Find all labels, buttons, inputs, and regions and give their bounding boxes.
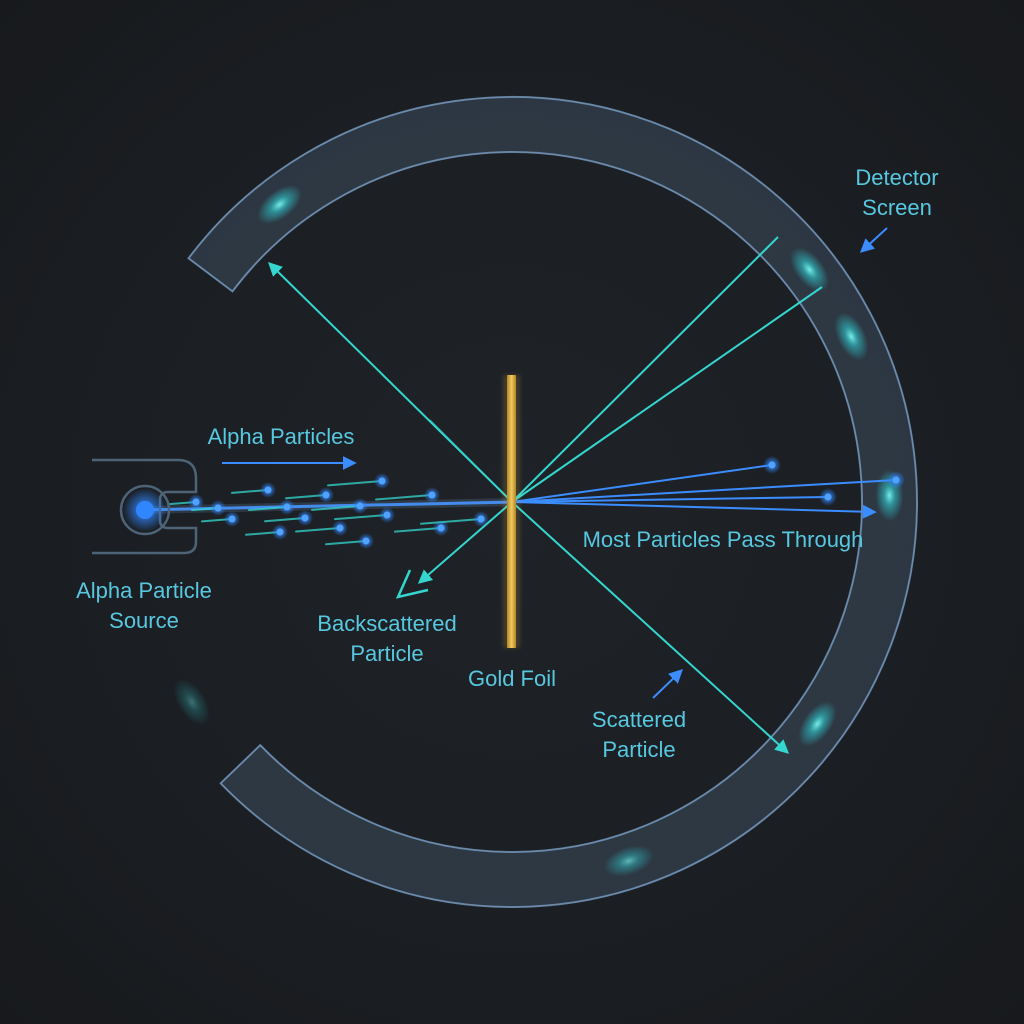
gold-foil [503,375,520,648]
alpha-particle [362,537,370,545]
scattered-ray-upper-2 [511,286,823,503]
detector-glow-spot [173,678,211,726]
backscatter-marker-icon [395,569,429,599]
gold-foil-glow [503,375,520,648]
forward-ray-1 [511,464,773,503]
scattered-ray-lower [511,501,790,754]
alpha-particle [228,515,236,523]
pass-through-label: Most Particles Pass Through [583,527,864,552]
alpha-particle [336,524,344,532]
detector-glow-spot [603,845,654,877]
particle-dot [824,493,832,501]
source-emitter-ring [119,484,171,536]
alpha-particle [428,491,436,499]
alpha-source-label-line1: Alpha Particle [76,578,212,603]
alpha-particle [477,515,485,523]
detector-screen-highlight [187,96,918,908]
backscattered-ray [417,501,513,584]
detector-screen-ring [173,96,918,908]
detector-glow-spot [790,247,829,292]
alpha-particle [378,477,386,485]
detector-screen-label-line2: Screen [862,195,932,220]
backward-ray-origin [429,419,513,503]
alpha-particles-label: Alpha Particles [208,424,355,449]
scattered-ray-upper [511,236,779,503]
particle-dot [768,461,776,469]
scattered-label-line1: Scattered [592,707,686,732]
particle-trail [334,514,388,521]
detector-glow-spot [257,185,302,224]
forward-ray-3 [511,496,829,503]
detector-screen-body [187,96,918,908]
detector-screen-pointer-arrow [859,227,888,253]
alpha-particle-source [92,458,198,555]
alpha-particle [301,514,309,522]
particle-dot [892,476,900,484]
alpha-particle [283,503,291,511]
detector-screen-label-line1: Detector [855,165,938,190]
forward-ray-2 [511,479,897,503]
alpha-particle [192,498,200,506]
alpha-particle [264,486,272,494]
alpha-particle [214,504,222,512]
scattered-label-line2: Particle [602,737,675,762]
alpha-particle [437,524,445,532]
backscattered-label-line2: Particle [350,641,423,666]
detector-glow-spot [798,701,837,747]
alpha-particle [356,502,364,510]
alpha-particle [322,491,330,499]
detector-glow-spot [834,312,869,361]
alpha-particle [276,528,284,536]
particle-trail [327,480,383,487]
particle-trail [375,494,433,501]
scattered-particle-pointer-arrow [652,669,684,699]
particle-trail [311,505,361,511]
alpha-particle [383,511,391,519]
alpha-source-label-line2: Source [109,608,179,633]
particle-trail [420,518,482,525]
forward-ray-4 [511,501,877,519]
gold-foil-label: Gold Foil [468,666,556,691]
source-core [136,501,154,519]
alpha-particle-stream [167,473,489,549]
backscattered-label-line1: Backscattered [317,611,456,636]
